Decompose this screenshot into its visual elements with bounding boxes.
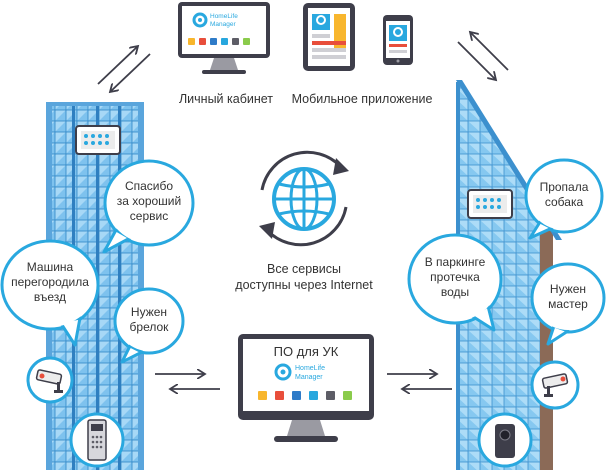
- label-mobile-app: Мобильное приложение: [292, 92, 433, 106]
- bubble-dog-line-2: собака: [545, 195, 584, 209]
- bubble-dog-line-1: Пропала: [540, 180, 589, 194]
- exchange-arrows-top-right: [457, 32, 509, 80]
- cctv-camera-icon-right: [530, 360, 580, 410]
- bubble-keyfob-line-1: Нужен: [131, 305, 167, 319]
- bubble-leak-line-2: протечка: [430, 270, 480, 284]
- bubble-master-line-2: мастер: [548, 297, 588, 311]
- tablet-top: [303, 3, 355, 71]
- cctv-camera-icon-left: [26, 356, 74, 404]
- bubble-car-line-3: въезд: [34, 290, 66, 304]
- bubble-leak: В паркинге протечка воды: [407, 233, 503, 332]
- bubble-car: Машина перегородила въезд: [0, 239, 100, 347]
- bubble-master-line-1: Нужен: [550, 282, 586, 296]
- desktop-monitor-top: HomeLife Manager: [178, 2, 270, 74]
- globe-sync-icon: [259, 150, 349, 247]
- bubble-car-line-1: Машина: [27, 260, 74, 274]
- bubble-keyfob: Нужен брелок: [113, 287, 185, 364]
- bubble-master: Нужен мастер: [530, 262, 606, 346]
- phone-top: [383, 15, 413, 65]
- management-monitor: ПО для УК HomeLife Manager: [238, 334, 374, 442]
- intercom-panel-icon-left: [69, 412, 125, 468]
- panel-device-left: [75, 125, 121, 155]
- exchange-arrows-bottom-left: [155, 374, 220, 389]
- label-cabinet: Личный кабинет: [179, 92, 273, 106]
- bubble-leak-line-3: воды: [441, 285, 469, 299]
- services-line-1: Все сервисы: [267, 262, 341, 276]
- bubble-thanks-line-2: за хороший: [117, 194, 181, 208]
- doorbell-icon-right: [477, 412, 533, 468]
- services-line-2: доступны через Internet: [235, 278, 373, 292]
- bubble-thanks-line-3: сервис: [130, 209, 168, 223]
- bubble-car-line-2: перегородила: [11, 275, 89, 289]
- bubble-dog: Пропала собака: [524, 158, 604, 240]
- logo-line-2: Manager: [210, 21, 236, 28]
- bubble-leak-line-1: В паркинге: [425, 255, 486, 269]
- exchange-arrows-bottom-right: [387, 374, 452, 389]
- exchange-arrows-top-left: [97, 46, 151, 92]
- monitor-logo-line-1: HomeLife: [295, 365, 325, 372]
- panel-device-right: [467, 189, 513, 219]
- bubble-keyfob-line-2: брелок: [130, 320, 170, 334]
- bubble-thanks-line-1: Спасибо: [125, 179, 173, 193]
- bubble-thanks: Спасибо за хороший сервис: [102, 159, 195, 254]
- monitor-logo-line-2: Manager: [295, 374, 323, 381]
- logo-line-1: HomeLife: [210, 13, 238, 20]
- label-software: ПО для УК: [274, 344, 339, 359]
